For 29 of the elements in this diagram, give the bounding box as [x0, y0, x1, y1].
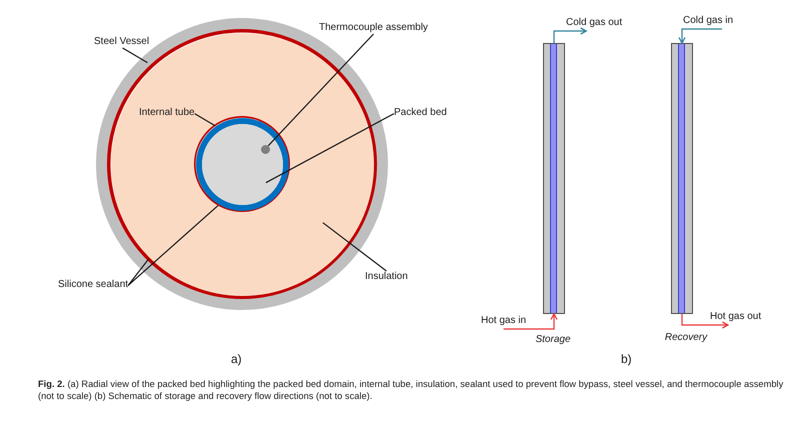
- packed-bed-region: [202, 124, 282, 204]
- part-label: Insulation: [365, 271, 408, 283]
- panel-label: b): [621, 352, 632, 366]
- leader-line: [194, 113, 216, 126]
- flow-label: Hot gas out: [710, 311, 762, 325]
- leader-line: [128, 205, 218, 286]
- thermocouple-dot: [260, 144, 270, 154]
- tube-column: [671, 43, 693, 314]
- column-caption: Recovery: [664, 332, 708, 344]
- flow-arrow: [553, 27, 587, 43]
- flow-label: Cold gas out: [566, 17, 622, 31]
- part-label: Internal tube: [139, 107, 195, 119]
- tube-column: [543, 43, 565, 314]
- part-label: Packed bed: [394, 107, 447, 119]
- flow-arrow: [504, 313, 558, 330]
- column-caption: Storage: [535, 334, 571, 346]
- leader-line: [268, 34, 374, 146]
- flow-arrow: [678, 28, 722, 44]
- flow-label: Hot gas in: [481, 315, 526, 329]
- leader-line: [128, 258, 150, 286]
- part-label: Thermocouple assembly: [319, 22, 428, 34]
- leader-line: [322, 222, 387, 272]
- part-label: Silicone sealant: [58, 279, 128, 291]
- flow-arrow: [681, 314, 729, 329]
- figure-caption: Fig. 2. (a) Radial view of the packed bed highlighting the packed bed domain, internal tube, insulation, sealant used to prevent flow bypass, steel vessel, and thermocouple assembly (not to scale) (b) Schematic of storage and recovery flow directions (not to scale).: [38, 378, 784, 402]
- part-label: Steel Vessel: [94, 36, 150, 48]
- flow-label: Cold gas in: [683, 15, 734, 29]
- leader-line: [122, 47, 148, 64]
- panel-label: a): [231, 352, 242, 366]
